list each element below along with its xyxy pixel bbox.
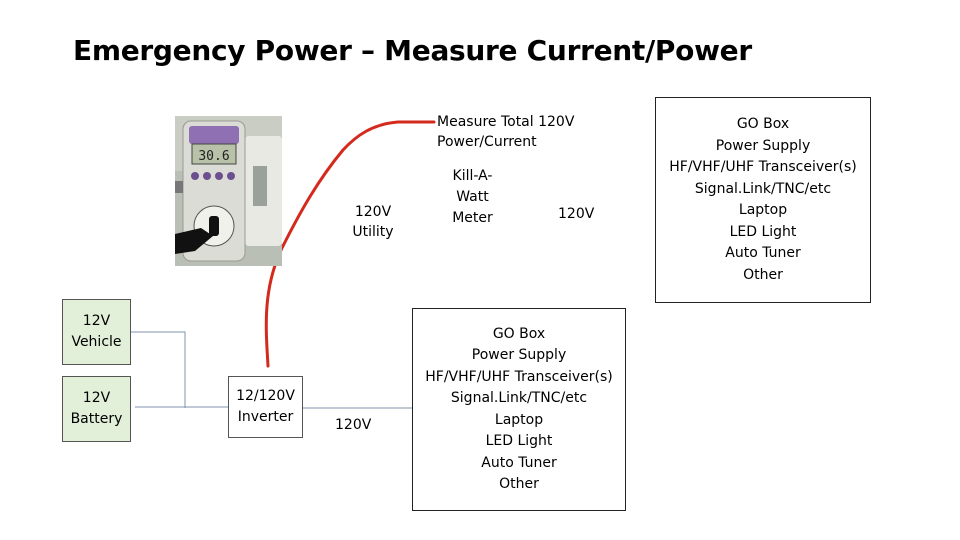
vehicle-wire	[123, 331, 186, 408]
inverter-output-label: 120V	[335, 417, 372, 433]
slide-title: Emergency Power – Measure Current/Power	[73, 34, 752, 67]
meter-display-text: 30.6	[198, 149, 229, 164]
kill-a-watt-photo: 30.6	[175, 116, 282, 266]
meter-output-label: 120V	[558, 206, 595, 222]
measure-red-wire	[264, 120, 436, 368]
